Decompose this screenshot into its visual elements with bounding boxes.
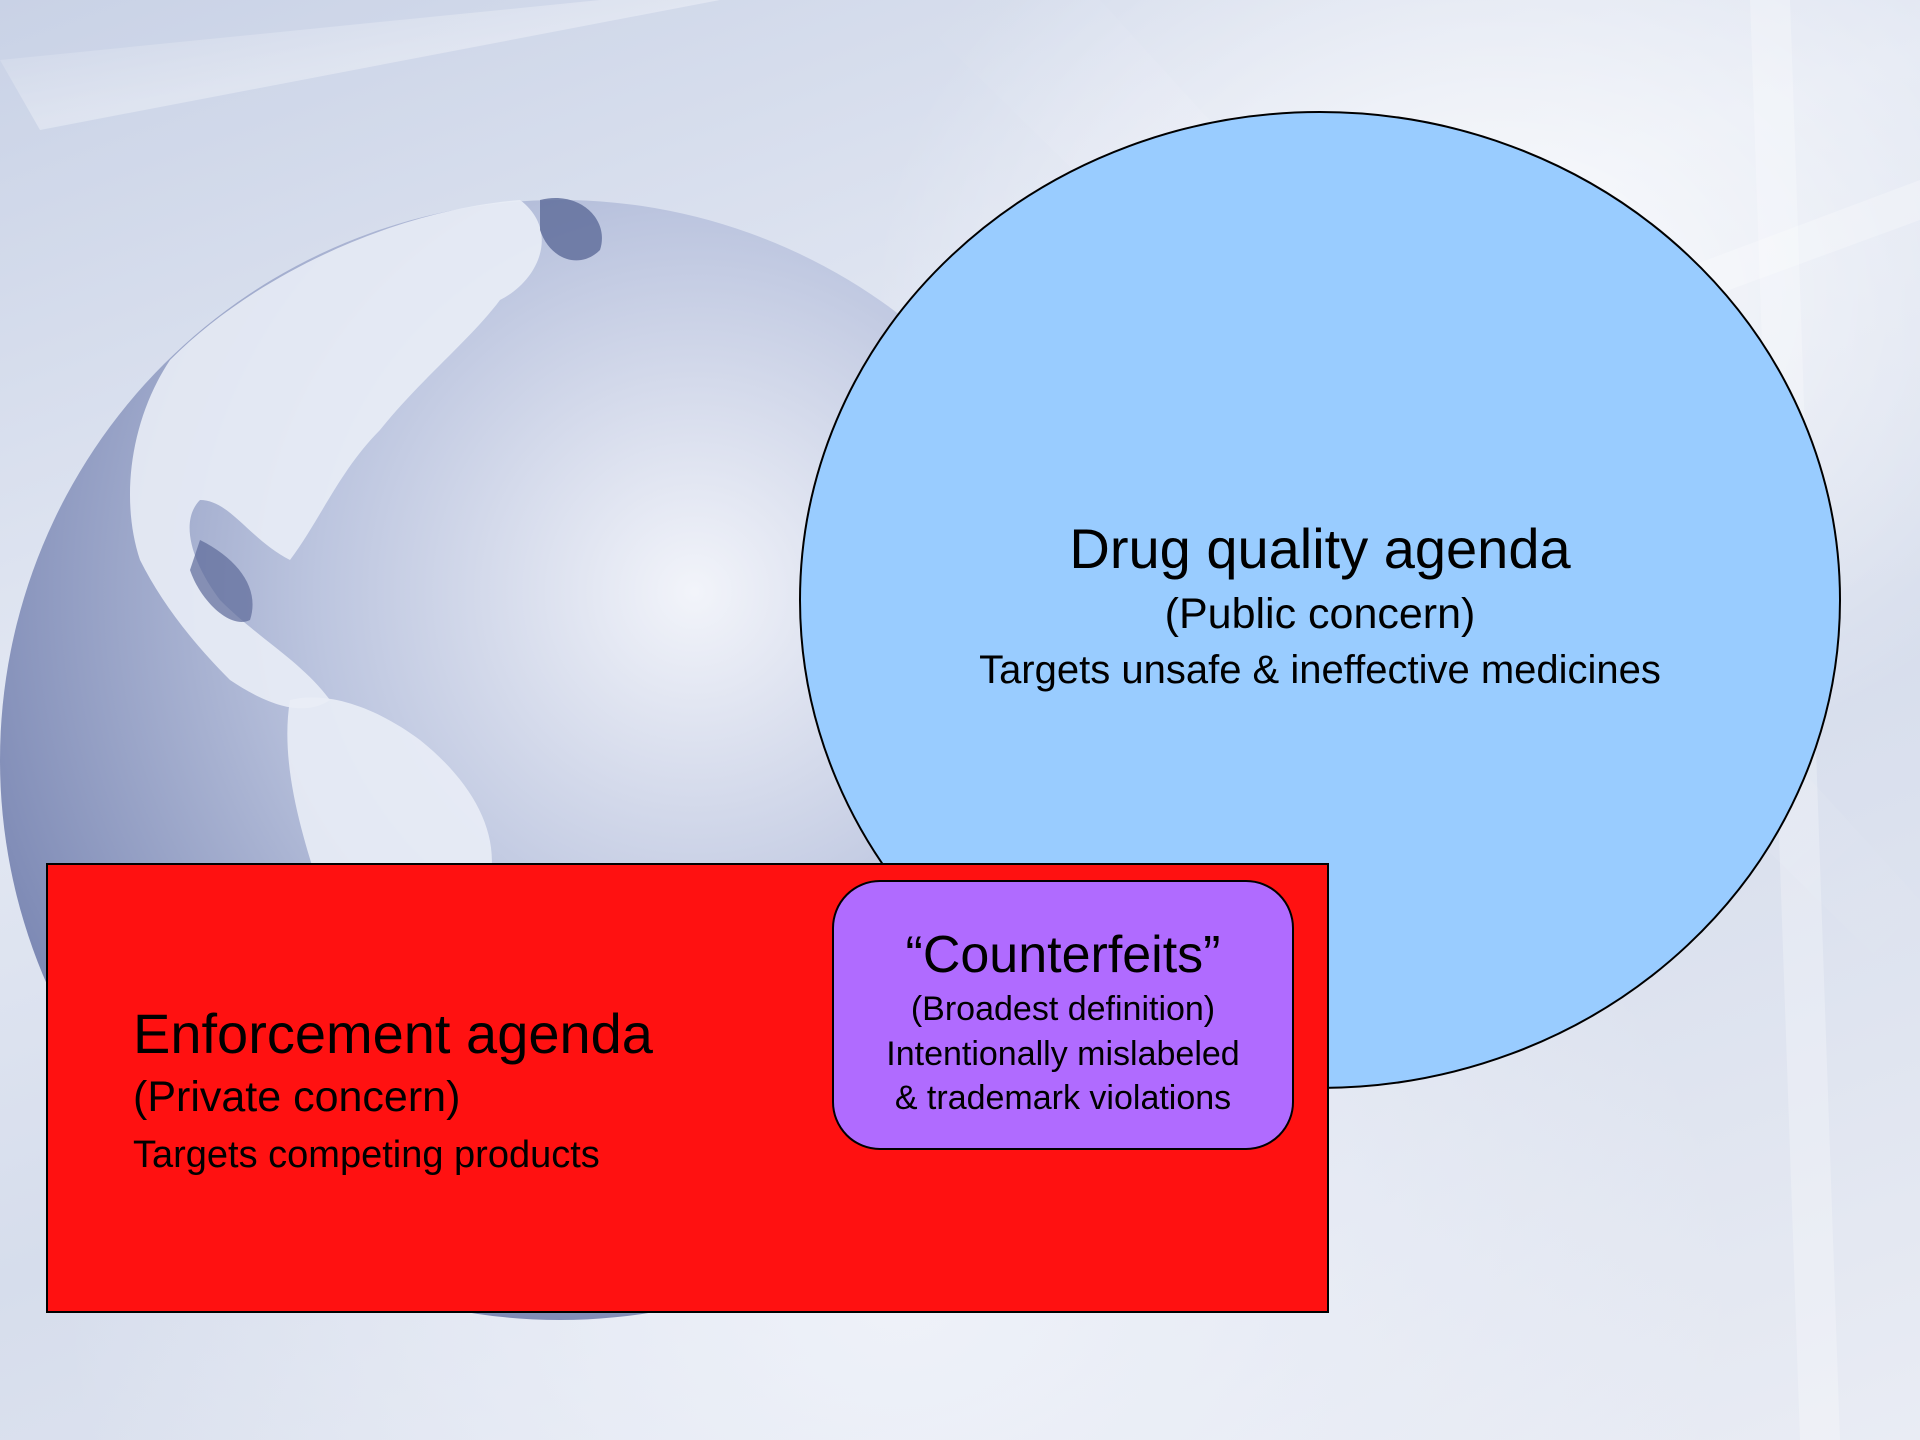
- drug-quality-label: Drug quality agenda (Public concern) Tar…: [800, 512, 1840, 698]
- counterfeits-box: “Counterfeits” (Broadest definition) Int…: [832, 880, 1294, 1150]
- counterfeits-subtitle: (Broadest definition): [910, 990, 1216, 1028]
- enforcement-description: Targets competing products: [133, 1134, 600, 1176]
- enforcement-subtitle: (Private concern): [133, 1073, 461, 1121]
- counterfeits-line-1: Intentionally mislabeled: [886, 1035, 1240, 1073]
- enforcement-label: Enforcement agenda (Private concern) Tar…: [133, 1000, 653, 1184]
- drug-quality-subtitle: (Public concern): [1164, 590, 1476, 638]
- enforcement-title: Enforcement agenda: [133, 1002, 653, 1065]
- drug-quality-description: Targets unsafe & ineffective medicines: [979, 648, 1661, 692]
- drug-quality-title: Drug quality agenda: [1069, 517, 1571, 580]
- counterfeits-line-2: & trademark violations: [894, 1079, 1232, 1117]
- counterfeits-title: “Counterfeits”: [905, 926, 1221, 984]
